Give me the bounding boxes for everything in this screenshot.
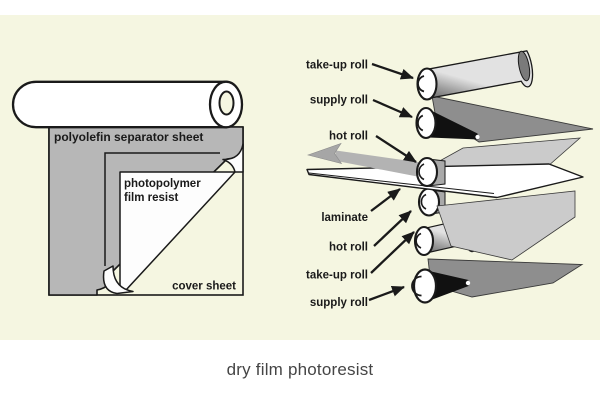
- roll-core-hole: [218, 90, 235, 116]
- label-laminate: laminate: [321, 212, 368, 224]
- take-up-roll-top: [416, 50, 534, 101]
- cover-sheet-label: cover sheet: [172, 281, 236, 293]
- label-take-up-roll-bottom: take-up roll: [306, 270, 368, 282]
- film-roll-cylinder: [11, 80, 228, 129]
- laminate-board-edge-line: [308, 172, 495, 194]
- film-sheet-light-bottom: [436, 190, 576, 261]
- hot-roll-top: [415, 156, 446, 188]
- figure-caption: dry film photoresist: [226, 360, 374, 379]
- label-hot-roll-top: hot roll: [329, 131, 368, 143]
- supply-roll-bottom: [411, 268, 471, 304]
- left-diagram-film-stack: polyolefin separator sheet photopolymer …: [11, 80, 244, 296]
- label-hot-roll-bottom: hot roll: [329, 242, 368, 254]
- arrow-take-up-roll-bottom: [370, 231, 415, 274]
- supply-roll-top-end: [415, 106, 437, 140]
- roll-axle-dot: [465, 280, 471, 286]
- take-up-roll-top-body: [423, 50, 534, 101]
- roll-axle-dot: [475, 134, 480, 140]
- arrow-supply-roll-top: [372, 98, 413, 119]
- label-supply-roll-top: supply roll: [310, 95, 368, 107]
- rotation-mark: [415, 232, 422, 249]
- arrow-hot-roll-bottom: [373, 210, 412, 247]
- rotation-mark: [418, 163, 425, 181]
- film-resist-label-line1: photopolymer: [124, 178, 201, 190]
- label-arrows: [368, 62, 417, 302]
- right-diagram-laminator: take-up roll supply roll hot roll lamina…: [306, 50, 594, 310]
- rotation-mark: [420, 193, 427, 210]
- take-up-roll-bottom-end: [413, 225, 435, 257]
- supply-roll-top: [415, 106, 480, 140]
- arrow-laminate: [370, 188, 401, 212]
- film-resist-label-line2: film resist: [124, 192, 178, 204]
- fold-edge-line: [104, 152, 220, 266]
- rotation-mark: [417, 75, 425, 93]
- take-up-roll-top-end: [416, 67, 438, 101]
- film-sheet-dark-top: [431, 95, 594, 143]
- rotation-mark: [417, 114, 424, 132]
- label-take-up-roll-top: take-up roll: [306, 60, 368, 72]
- arrow-take-up-roll-top: [371, 62, 414, 80]
- rotation-mark: [411, 275, 422, 297]
- roll-labels: take-up roll supply roll hot roll lamina…: [306, 60, 368, 310]
- film-direction-arrow: [306, 142, 343, 164]
- fold-curl-bottom-left: [102, 265, 134, 295]
- take-up-roll-top-far-end: [517, 50, 531, 82]
- supply-roll-bottom-end: [412, 268, 438, 304]
- arrow-supply-roll-bottom: [368, 285, 405, 302]
- arrow-hot-roll-top: [375, 135, 417, 163]
- supply-roll-top-body: [429, 109, 479, 140]
- laminated-film-band: [334, 150, 425, 178]
- label-supply-roll-bottom: supply roll: [310, 297, 368, 309]
- fold-curl-top-right: [222, 143, 244, 173]
- hot-roll-top-end: [415, 156, 439, 188]
- separator-sheet-label: polyolefin separator sheet: [54, 130, 203, 144]
- supply-roll-bottom-body: [427, 270, 469, 302]
